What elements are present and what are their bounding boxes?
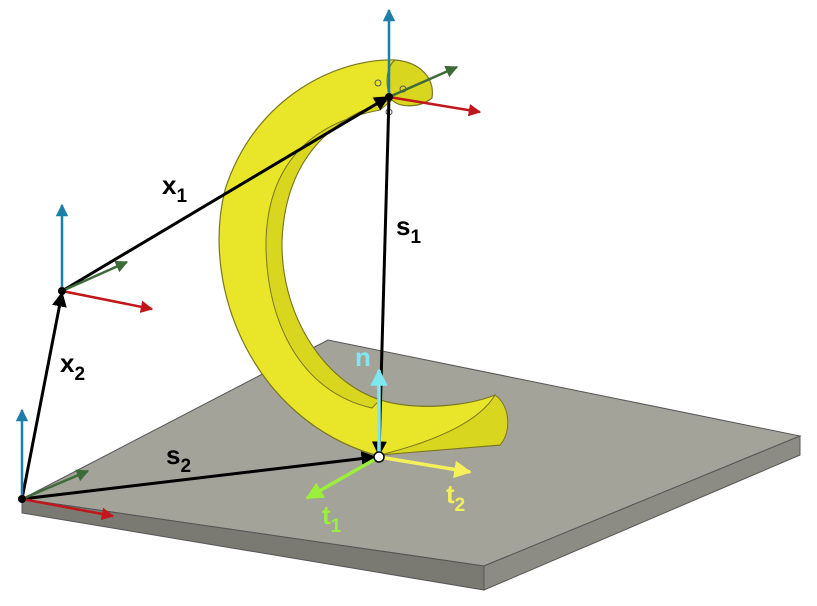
label-t2: t2 <box>446 479 465 516</box>
frame-base <box>15 408 115 521</box>
frame-y-axis <box>61 260 129 293</box>
label-x2: x2 <box>60 348 85 385</box>
frame-x-axis <box>61 289 154 313</box>
vector-x1 <box>61 95 390 293</box>
ground-plate <box>20 339 802 591</box>
frame-y-axis <box>388 65 459 99</box>
frame-body-top <box>382 8 482 117</box>
c-body-bottom-cap <box>379 394 509 456</box>
c-body-top-cap <box>386 59 433 107</box>
c-body-hole <box>374 79 382 87</box>
vector-x2 <box>20 291 67 500</box>
label-t1: t1 <box>322 500 342 537</box>
label-s2: s2 <box>166 440 191 477</box>
label-n: n <box>355 342 371 372</box>
frame-y-axis <box>21 469 90 501</box>
vector-s2 <box>21 451 377 501</box>
frame-origin-point <box>18 495 26 503</box>
contact-point <box>373 451 385 463</box>
frame-origin-point <box>385 93 393 101</box>
frame-x-axis <box>21 497 115 521</box>
frame-origin-point <box>58 287 66 295</box>
plate-right-face <box>483 435 801 591</box>
label-x1: x1 <box>162 170 187 207</box>
tangent-vector-t1 <box>305 455 380 500</box>
label-s1: s1 <box>396 211 421 248</box>
c-shaped-body <box>218 59 509 456</box>
tangent-vector-t2 <box>378 455 472 479</box>
frame-middle <box>55 203 154 313</box>
frame-x-axis <box>388 95 482 117</box>
contact-frame <box>305 368 472 500</box>
c-body-inner-face <box>265 99 393 409</box>
